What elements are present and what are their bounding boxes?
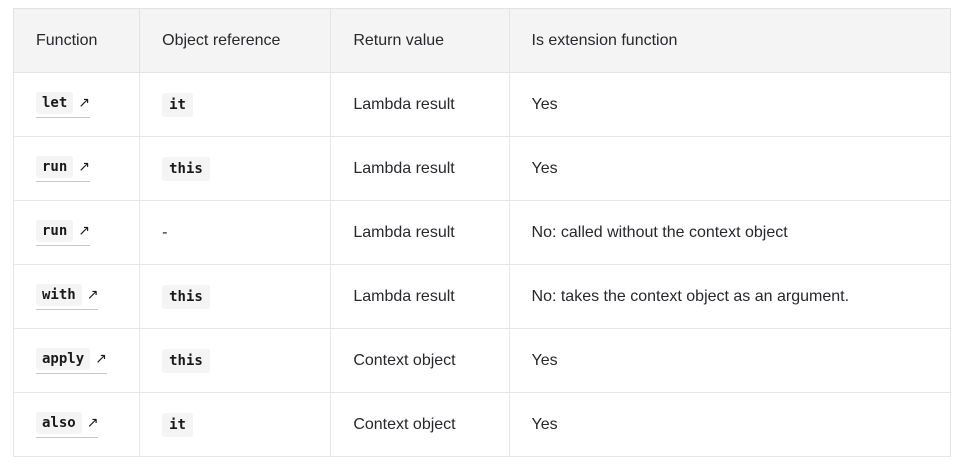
cell-return-value: Context object xyxy=(330,392,510,457)
external-link-arrow-icon: ↗ xyxy=(78,158,91,175)
function-doc-link[interactable]: run↗ xyxy=(36,219,91,246)
column-header-is-extension-function: Is extension function xyxy=(508,8,952,73)
cell-is-extension-function: No: called without the context object xyxy=(508,200,952,265)
cell-object-reference: it xyxy=(139,72,332,137)
function-name-code: run xyxy=(36,155,74,178)
function-name-code: also xyxy=(36,411,82,434)
external-link-arrow-icon: ↗ xyxy=(78,222,91,239)
cell-is-extension-function: Yes xyxy=(508,72,952,137)
external-link-arrow-icon: ↗ xyxy=(78,94,91,111)
cell-function: run↗ xyxy=(12,200,141,265)
cell-is-extension-function: Yes xyxy=(508,392,952,457)
cell-object-reference: - xyxy=(139,200,332,265)
cell-function: run↗ xyxy=(12,136,141,201)
object-reference-code: this xyxy=(162,348,210,373)
function-name-code: run xyxy=(36,219,74,242)
cell-is-extension-function: Yes xyxy=(508,328,952,393)
cell-function: let↗ xyxy=(12,72,141,137)
external-link-arrow-icon: ↗ xyxy=(86,414,99,431)
cell-function: apply↗ xyxy=(12,328,141,393)
scope-functions-table: Function Object reference Return value I… xyxy=(12,8,952,457)
function-name-code: apply xyxy=(36,347,91,370)
cell-function: also↗ xyxy=(12,392,141,457)
function-doc-link[interactable]: also↗ xyxy=(36,411,99,438)
object-reference-code: this xyxy=(162,156,210,181)
cell-return-value: Lambda result xyxy=(330,72,510,137)
cell-return-value: Lambda result xyxy=(330,136,510,201)
cell-is-extension-function: No: takes the context object as an argum… xyxy=(508,264,952,329)
cell-object-reference: it xyxy=(139,392,332,457)
table-header-row: Function Object reference Return value I… xyxy=(12,8,952,73)
function-doc-link[interactable]: run↗ xyxy=(36,155,91,182)
external-link-arrow-icon: ↗ xyxy=(95,350,107,367)
cell-return-value: Context object xyxy=(330,328,510,393)
object-reference-none: - xyxy=(162,223,168,241)
column-header-function: Function xyxy=(12,8,141,73)
function-name-code: with xyxy=(36,283,82,306)
cell-object-reference: this xyxy=(139,264,332,329)
cell-return-value: Lambda result xyxy=(330,200,510,265)
function-name-code: let xyxy=(36,91,74,114)
cell-object-reference: this xyxy=(139,328,332,393)
object-reference-code: this xyxy=(162,284,210,309)
scope-functions-table-wrapper: Function Object reference Return value I… xyxy=(12,8,952,457)
object-reference-code: it xyxy=(162,412,193,437)
function-doc-link[interactable]: apply↗ xyxy=(36,347,107,374)
cell-object-reference: this xyxy=(139,136,332,201)
cell-is-extension-function: Yes xyxy=(508,136,952,201)
column-header-return-value: Return value xyxy=(330,8,510,73)
cell-function: with↗ xyxy=(12,264,141,329)
column-header-object-reference: Object reference xyxy=(139,8,332,73)
function-doc-link[interactable]: with↗ xyxy=(36,283,99,310)
object-reference-code: it xyxy=(162,92,193,117)
external-link-arrow-icon: ↗ xyxy=(86,286,99,303)
table-header: Function Object reference Return value I… xyxy=(12,8,952,73)
cell-return-value: Lambda result xyxy=(330,264,510,329)
function-doc-link[interactable]: let↗ xyxy=(36,91,91,118)
